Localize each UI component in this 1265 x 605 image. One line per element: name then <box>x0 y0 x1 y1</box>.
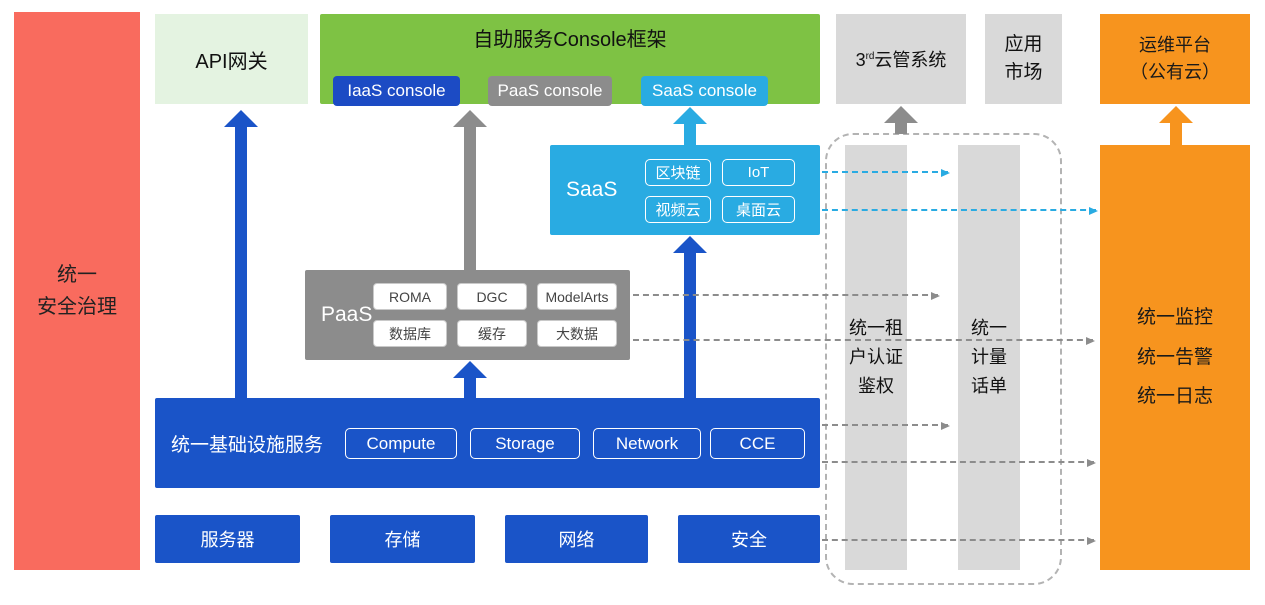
third-party-cloud-label: 3rd云管系统 <box>855 50 947 70</box>
dash-security-to-monitoring <box>822 537 1096 545</box>
dash-infra-to-metering <box>822 422 950 430</box>
auth-bar: 统一租 户认证 鉴权 <box>845 145 907 570</box>
arrow-group-to-third-party <box>884 106 918 134</box>
server-box: 服务器 <box>155 515 300 563</box>
iaas-console-button: IaaS console <box>333 76 460 106</box>
infra-item-compute: Compute <box>345 428 457 459</box>
paas-item-bigdata: 大数据 <box>537 320 617 347</box>
saas-console-button: SaaS console <box>641 76 768 106</box>
saas-label: SaaS <box>566 178 618 201</box>
infra-box: 统一基础设施服务 Compute Storage Network CCE <box>155 398 820 488</box>
dash-saas-to-metering <box>822 169 950 177</box>
paas-item-dgc: DGC <box>457 283 527 310</box>
saas-item-iot: IoT <box>722 159 795 186</box>
network-box: 网络 <box>505 515 648 563</box>
arrow-monitoring-to-om <box>1159 106 1193 146</box>
paas-item-cache: 缓存 <box>457 320 527 347</box>
dash-saas-to-monitoring <box>822 207 1098 215</box>
arrow-infra-to-api-gateway <box>224 110 258 399</box>
paas-item-modelarts: ModelArts <box>537 283 617 310</box>
paas-box: PaaS ROMA DGC ModelArts 数据库 缓存 大数据 <box>305 270 630 360</box>
security-box: 安全 <box>678 515 820 563</box>
arrow-saas-to-console <box>673 107 707 146</box>
security-governance-bar: 统一 安全治理 <box>14 12 140 570</box>
paas-label: PaaS <box>321 303 373 326</box>
dash-infra-to-monitoring <box>822 459 1096 467</box>
saas-item-blockchain: 区块链 <box>645 159 711 186</box>
dash-paas-to-monitoring <box>633 337 1095 345</box>
infra-item-storage: Storage <box>470 428 580 459</box>
infra-item-cce: CCE <box>710 428 805 459</box>
api-gateway-box: API网关 <box>155 14 308 104</box>
infra-label: 统一基础设施服务 <box>171 434 324 456</box>
arrow-infra-to-saas <box>673 236 707 399</box>
om-platform-box: 运维平台 （公有云） <box>1100 14 1250 104</box>
console-frame-box: 自助服务Console框架 IaaS console PaaS console … <box>320 14 820 106</box>
third-party-cloud-box: 3rd云管系统 <box>836 14 966 104</box>
infra-item-network: Network <box>593 428 701 459</box>
arrow-paas-to-console <box>453 110 487 271</box>
metering-bar: 统一 计量 话单 <box>958 145 1020 570</box>
saas-item-desktop-cloud: 桌面云 <box>722 196 795 223</box>
monitoring-bar: 统一监控 统一告警 统一日志 <box>1100 145 1250 570</box>
app-market-box: 应用 市场 <box>985 14 1062 104</box>
dash-paas-to-metering <box>633 292 940 300</box>
console-frame-title: 自助服务Console框架 <box>473 29 667 51</box>
saas-box: SaaS 区块链 IoT 视频云 桌面云 <box>550 145 820 235</box>
paas-console-button: PaaS console <box>488 76 612 106</box>
paas-item-database: 数据库 <box>373 320 447 347</box>
arrow-infra-to-paas <box>453 361 487 399</box>
storage-box: 存储 <box>330 515 475 563</box>
paas-item-roma: ROMA <box>373 283 447 310</box>
shared-services-group <box>825 133 1062 585</box>
saas-item-video-cloud: 视频云 <box>645 196 711 223</box>
